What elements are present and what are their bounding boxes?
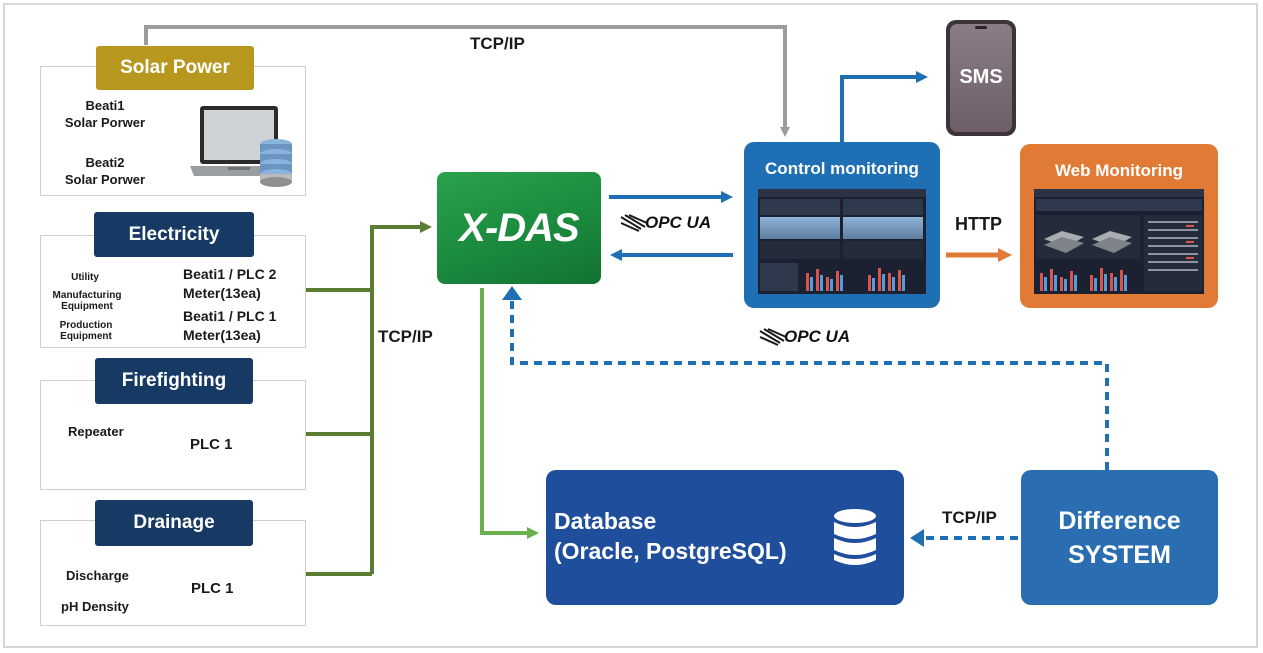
difference-to-xdas-connector	[510, 296, 1109, 470]
opcua-text-1: OPC UA	[645, 213, 712, 232]
opcua-logo-1: OPC UA	[619, 212, 711, 234]
solar-power-title: Solar Power	[120, 57, 230, 78]
meter-plc1-line2: Meter(13ea)	[183, 327, 261, 343]
web-monitoring-title: Web Monitoring	[1054, 161, 1184, 180]
firefighting-group	[40, 380, 306, 490]
opcua-logo-2: OPC UA	[758, 326, 850, 348]
difference-line1: Difference	[1058, 507, 1181, 535]
electricity-header: Electricity	[94, 212, 254, 257]
web-monitoring-box: Web Monitoring	[1020, 144, 1218, 308]
tcpip-top-label: TCP/IP	[470, 34, 525, 53]
source-manufacturing: Manufacturing Equipment	[52, 290, 122, 312]
solar-item-2-line1: Beati2	[85, 155, 125, 170]
opcua-text-2: OPC UA	[784, 327, 851, 346]
laptop-server-icon	[190, 106, 292, 187]
meter-plc2: Beati1 / PLC 2 Meter(13ea)	[183, 265, 276, 303]
sms-phone: SMS	[946, 20, 1016, 136]
database-box: Database (Oracle, PostgreSQL)	[546, 470, 904, 605]
database-icon	[260, 139, 292, 187]
firefighting-source: Repeater	[68, 424, 124, 439]
meter-plc1-line1: Beati1 / PLC 1	[183, 308, 277, 324]
source-production: Production Equipment	[59, 320, 113, 342]
tcpip-db-label: TCP/IP	[942, 508, 997, 527]
xdas-to-database-connector	[480, 288, 539, 539]
drainage-header: Drainage	[95, 500, 253, 546]
solar-item-1-line2: Solar Porwer	[64, 115, 146, 130]
xdas-box: X-DAS	[437, 172, 601, 284]
difference-system-label: Difference SYSTEM	[1021, 504, 1218, 572]
solar-item-2: Beati2 Solar Porwer	[50, 154, 160, 188]
solar-item-1-line1: Beati1	[85, 98, 125, 113]
database-icon	[834, 509, 876, 565]
database-line2: (Oracle, PostgreSQL)	[554, 538, 787, 564]
meter-plc1: Beati1 / PLC 1 Meter(13ea)	[183, 307, 276, 345]
drainage-plc: PLC 1	[191, 580, 234, 597]
firefighting-title: Firefighting	[121, 370, 227, 391]
xdas-logo: X-DAS	[459, 205, 579, 250]
database-label: Database (Oracle, PostgreSQL)	[554, 506, 787, 566]
drainage-source-discharge: Discharge	[66, 568, 129, 583]
firefighting-plc: PLC 1	[190, 436, 233, 453]
solar-power-header: Solar Power	[96, 46, 254, 90]
web-dashboard-screen	[1034, 189, 1204, 294]
tcpip-left-label: TCP/IP	[378, 327, 433, 346]
solar-item-2-line2: Solar Porwer	[64, 172, 146, 187]
drainage-title: Drainage	[133, 512, 215, 533]
http-label: HTTP	[955, 214, 1002, 234]
difference-line2: SYSTEM	[1068, 541, 1171, 569]
opcua-swoosh-icon	[759, 328, 787, 346]
meter-plc2-line2: Meter(13ea)	[183, 285, 261, 301]
control-to-sms-arrow	[840, 71, 928, 142]
control-dashboard-screen	[758, 189, 926, 294]
electricity-title: Electricity	[128, 223, 220, 245]
tcpip-top-connector	[144, 25, 790, 137]
drainage-source-ph: pH Density	[61, 599, 129, 614]
firefighting-header: Firefighting	[95, 358, 253, 404]
source-utility: Utility	[71, 272, 99, 283]
database-line1: Database	[554, 508, 657, 534]
meter-plc2-line1: Beati1 / PLC 2	[183, 266, 277, 282]
control-monitoring-box: Control monitoring	[744, 142, 940, 308]
sms-label: SMS	[959, 66, 1003, 88]
tcpip-left-connector	[306, 221, 432, 576]
solar-item-1: Beati1 Solar Porwer	[50, 97, 160, 131]
opcua-swoosh-icon	[620, 214, 648, 232]
control-monitoring-title: Control monitoring	[765, 159, 919, 178]
difference-system-box: Difference SYSTEM	[1021, 470, 1218, 605]
